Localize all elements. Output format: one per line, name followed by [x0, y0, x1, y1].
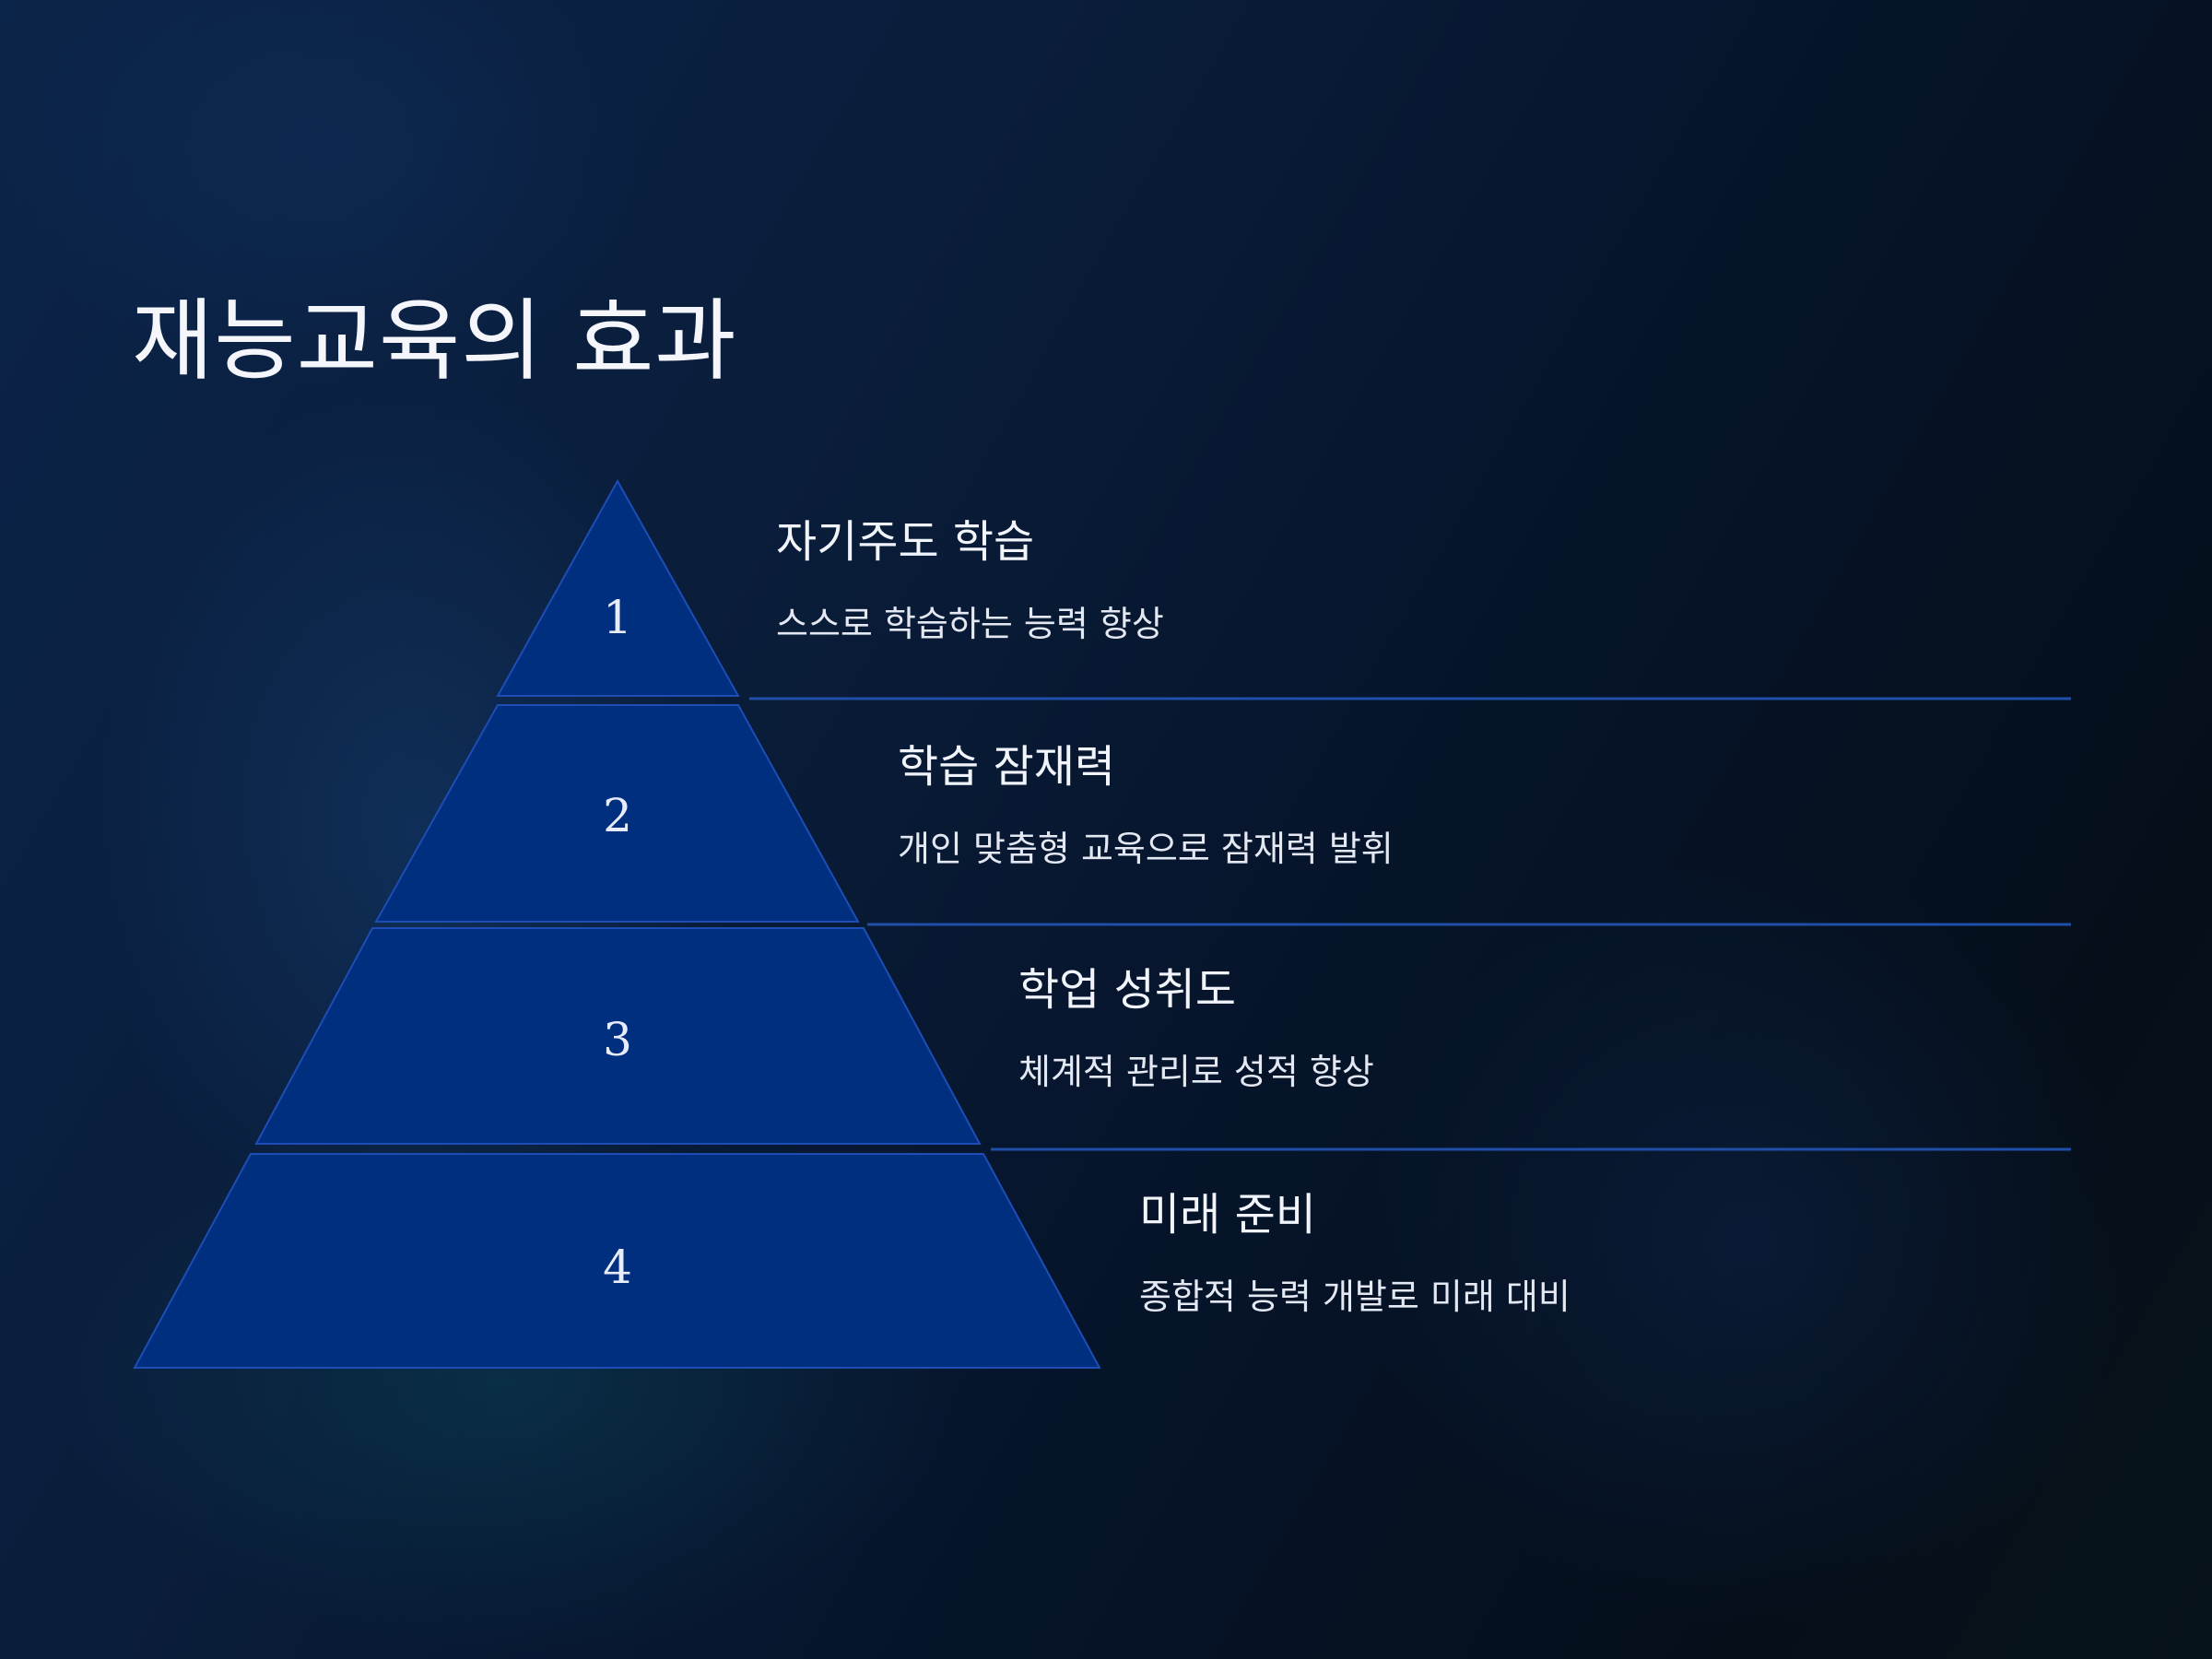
tier-1-description: 스스로 학습하는 능력 향상: [776, 604, 1164, 644]
tier-number-3: 3: [603, 1013, 632, 1066]
tier-2-title: 학습 잠재력: [898, 741, 1116, 793]
tier-number-1: 1: [603, 591, 632, 644]
tier-2-description: 개인 맞춤형 교육으로 잠재력 발휘: [898, 829, 1394, 869]
tier-3-title: 학업 성취도: [1018, 964, 1237, 1016]
tier-3-description: 체계적 관리로 성적 향상: [1018, 1052, 1374, 1092]
pyramid-tier-1: 1: [496, 478, 740, 697]
tier-4-title: 미래 준비: [1139, 1189, 1316, 1241]
tier-1-title: 자기주도 학습: [776, 516, 1035, 568]
slide-title: 재능교육의 효과: [132, 289, 737, 393]
tier-number-4: 4: [603, 1241, 632, 1294]
pyramid-tier-4: 4: [133, 1153, 1101, 1369]
pyramid-tier-3: 3: [254, 927, 982, 1145]
pyramid-tier-2: 2: [374, 704, 860, 923]
tier-number-2: 2: [603, 789, 632, 842]
tier-4-description: 종합적 능력 개발로 미래 대비: [1139, 1277, 1571, 1317]
